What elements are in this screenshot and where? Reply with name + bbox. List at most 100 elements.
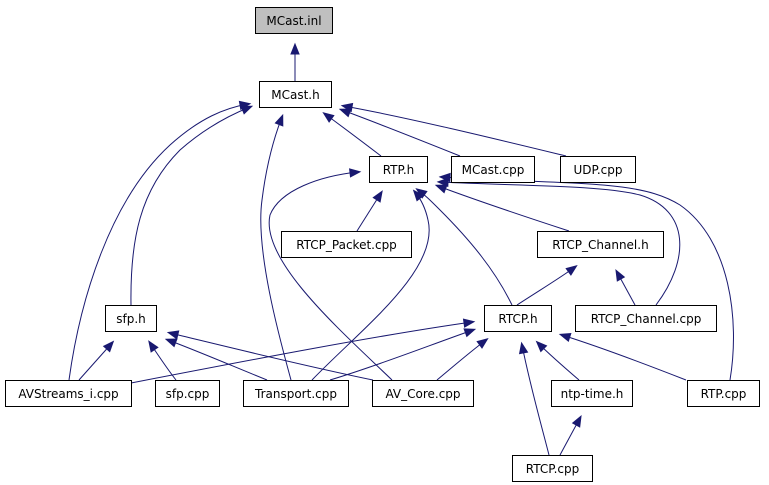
node-label: MCast.inl xyxy=(266,14,321,28)
arrowhead-icon xyxy=(535,340,548,353)
node-avstreams-i-cpp[interactable]: AVStreams_i.cpp xyxy=(5,380,132,407)
edge-line xyxy=(521,344,550,456)
node-rtp-cpp[interactable]: RTP.cpp xyxy=(687,380,760,407)
node-label: MCast.cpp xyxy=(462,163,525,177)
arrowhead-icon xyxy=(412,189,425,202)
edge-transport_cpp-to-sfp_h xyxy=(164,338,268,381)
node-label: RTCP_Channel.h xyxy=(552,238,648,252)
node-box xyxy=(687,380,760,407)
node-label: Transport.cpp xyxy=(254,387,337,401)
edge-mcast_h-to-mcast_inl xyxy=(290,42,300,81)
arrowhead-icon xyxy=(518,341,529,355)
edge-line xyxy=(561,334,687,381)
edge-av_core_cpp-to-sfp_h xyxy=(166,330,374,381)
arrowhead-icon xyxy=(166,330,180,340)
node-label: sfp.h xyxy=(116,312,146,326)
edge-sfp_cpp-to-sfp_h xyxy=(148,340,177,381)
arrowhead-icon xyxy=(463,328,477,338)
arrowhead-icon xyxy=(372,190,383,203)
arrowhead-icon xyxy=(615,269,626,282)
edge-rtcp_channel_h-to-rtp_h xyxy=(434,184,570,232)
edge-rtcp_cpp-to-rtcp_h xyxy=(518,341,550,456)
arrowhead-icon xyxy=(434,184,448,194)
node-label: RTP.h xyxy=(383,163,415,177)
node-box xyxy=(551,380,633,407)
node-label: sfp.cpp xyxy=(166,387,210,401)
arrowhead-icon xyxy=(462,318,476,328)
edge-av_core_cpp-to-rtcp_h xyxy=(436,337,489,381)
node-box xyxy=(281,231,412,258)
node-box xyxy=(575,305,717,332)
edge-rtp_cpp-to-rtp_h xyxy=(438,172,734,381)
node-av-core-cpp[interactable]: AV_Core.cpp xyxy=(372,380,474,407)
arrowhead-icon xyxy=(476,337,489,349)
node-label: RTCP_Packet.cpp xyxy=(296,238,397,252)
edge-sfp_h-to-mcast_h xyxy=(130,105,254,306)
edge-avstreams_i_cpp-to-sfp_h xyxy=(78,340,115,381)
node-rtp-h[interactable]: RTP.h xyxy=(369,156,428,183)
arrowhead-icon xyxy=(438,172,451,183)
node-box xyxy=(259,81,332,108)
node-box xyxy=(560,156,636,183)
node-rtcp-cpp[interactable]: RTCP.cpp xyxy=(512,455,593,482)
node-box xyxy=(255,7,333,34)
node-rtcp-packet-cpp[interactable]: RTCP_Packet.cpp xyxy=(281,231,412,258)
node-rtcp-channel-cpp[interactable]: RTCP_Channel.cpp xyxy=(575,305,717,332)
node-label: AV_Core.cpp xyxy=(385,387,460,401)
edge-line xyxy=(130,106,251,306)
edges-layer xyxy=(68,42,734,456)
node-box xyxy=(105,305,157,332)
edge-line xyxy=(167,339,268,381)
edge-line xyxy=(417,189,513,306)
node-label: RTCP.cpp xyxy=(526,462,579,476)
edge-line xyxy=(169,332,374,381)
edge-rtcp_channel_cpp-to-rtcp_channel_h xyxy=(615,269,636,306)
edge-line xyxy=(436,339,487,381)
node-sfp-cpp[interactable]: sfp.cpp xyxy=(155,380,220,407)
node-label: AVStreams_i.cpp xyxy=(18,387,118,401)
edge-rtp_h-to-mcast_h xyxy=(322,112,382,157)
node-mcast-h[interactable]: MCast.h xyxy=(259,81,332,108)
arrowhead-icon xyxy=(340,102,354,113)
node-label: ntp-time.h xyxy=(561,387,624,401)
node-box xyxy=(5,380,132,407)
edge-line xyxy=(130,321,473,384)
node-box xyxy=(512,455,593,482)
edge-rtcp_h-to-rtp_h xyxy=(415,188,513,306)
edge-line xyxy=(516,266,576,306)
arrowhead-icon xyxy=(349,168,362,178)
node-rtcp-h[interactable]: RTCP.h xyxy=(484,305,552,332)
node-mcast-inl: MCast.inl xyxy=(255,7,333,34)
edge-line xyxy=(311,191,430,381)
arrowhead-icon xyxy=(238,100,252,111)
arrowhead-icon xyxy=(290,42,300,55)
arrowhead-icon xyxy=(436,177,449,188)
arrowhead-icon xyxy=(338,108,352,118)
edge-rtcp_h-to-rtcp_channel_h xyxy=(516,265,578,306)
edge-rtcp_channel_cpp-to-rtp_h xyxy=(436,177,681,306)
edge-line xyxy=(268,171,393,381)
node-box xyxy=(372,380,474,407)
edge-line xyxy=(437,185,570,232)
node-udp-cpp[interactable]: UDP.cpp xyxy=(560,156,636,183)
node-mcast-cpp[interactable]: MCast.cpp xyxy=(451,156,535,183)
arrowhead-icon xyxy=(558,333,572,343)
node-label: MCast.h xyxy=(271,88,319,102)
node-ntp-time-h[interactable]: ntp-time.h xyxy=(551,380,633,407)
node-transport-cpp[interactable]: Transport.cpp xyxy=(243,380,349,407)
arrowhead-icon xyxy=(274,113,284,127)
edge-rtp_cpp-to-rtcp_h xyxy=(558,333,687,381)
edge-line xyxy=(260,116,292,381)
node-sfp-h[interactable]: sfp.h xyxy=(105,305,157,332)
node-rtcp-channel-h[interactable]: RTCP_Channel.h xyxy=(537,231,664,258)
node-box xyxy=(451,156,535,183)
node-box xyxy=(243,380,349,407)
arrowhead-icon xyxy=(322,112,335,123)
node-label: UDP.cpp xyxy=(573,163,622,177)
arrowhead-icon xyxy=(102,340,115,353)
edge-rtcp_packet_cpp-to-rtp_h xyxy=(356,190,383,232)
arrowhead-icon xyxy=(148,340,159,353)
edge-line xyxy=(439,181,681,306)
node-label: RTCP_Channel.cpp xyxy=(591,312,702,326)
